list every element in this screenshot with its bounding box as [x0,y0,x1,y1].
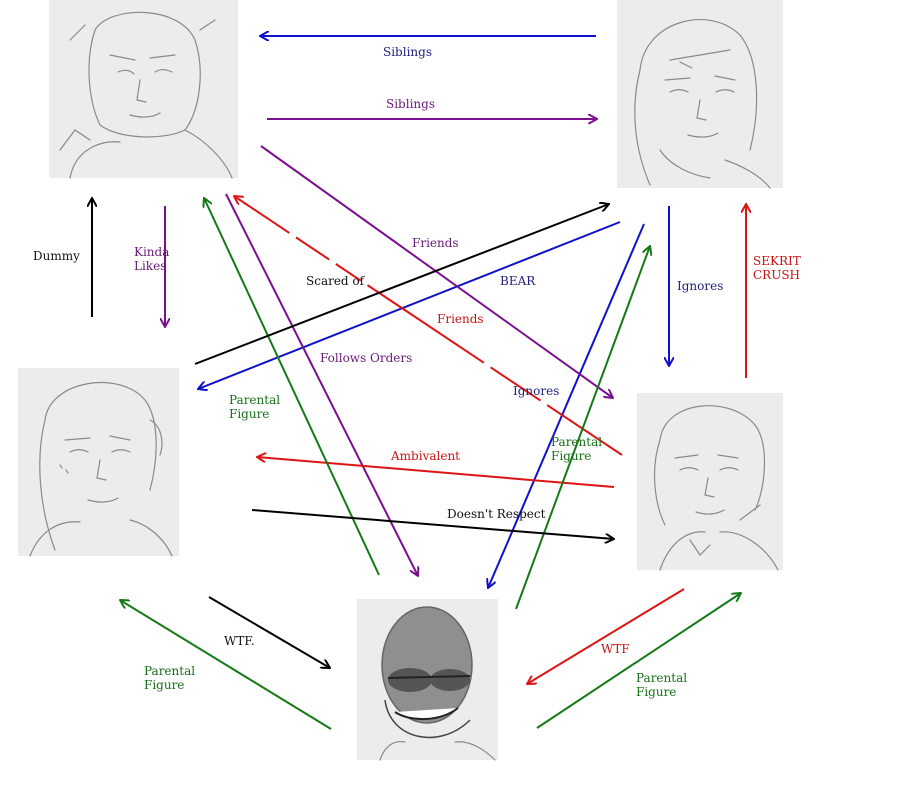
arrow-follows-orders-top-left-to-bottom [225,193,418,576]
arrow-black-left-to-top-right [194,204,609,365]
portrait-sketch-icon [59,11,233,179]
label-friends-purple: Friends [412,236,459,250]
label-parental-3: Parental [144,664,195,678]
arrow-wtf-left-to-bottom [208,596,330,668]
label-sekrit: SEKRIT [753,254,801,268]
portrait-sketch-icon [653,405,779,571]
portrait-sunglasses-icon [379,606,496,761]
portrait-bottom [357,599,498,761]
label-parental-2: Parental [551,435,602,449]
label-kinda: Kinda [134,245,169,259]
portrait-right [637,393,783,571]
label-ambivalent: Ambivalent [390,449,460,463]
arrow-scared-of-right-to-top-left [234,196,623,456]
arrow-wtf-right-to-bottom [527,588,685,684]
label-ignores-top: Ignores [677,279,723,293]
label-figure-2: Figure [551,449,591,463]
portrait-sketch-icon [634,19,771,189]
arrow-parental-figure-bottom-to-top-right [515,246,650,610]
arrows [92,36,746,730]
label-siblings-purple: Siblings [386,97,435,111]
portrait-sketch-icon [29,381,173,557]
label-siblings-blue: Siblings [383,45,432,59]
label-scared-of: Scared of [306,274,366,288]
arrow-parental-figure-bottom-to-right [536,593,741,729]
label-friends-red: Friends [437,312,484,326]
arrow-parental-figure-bottom-to-left [120,600,332,730]
label-wtf-red: WTF [601,642,630,656]
arrow-ambivalent-right-to-left [257,457,615,488]
label-likes: Likes [134,259,166,273]
label-dummy: Dummy [33,249,80,263]
label-figure-3: Figure [144,678,184,692]
label-crush: CRUSH [753,268,800,282]
label-doesnt-respect: Doesn't Respect [447,507,546,521]
label-parental-1: Parental [229,393,280,407]
arrow-bear-top-right-to-left [198,221,621,389]
portrait-top-left [49,0,238,179]
label-figure-4: Figure [636,685,676,699]
arrow-doesnt-respect-left-to-right [251,509,614,539]
label-bear: BEAR [500,274,536,288]
label-parental-4: Parental [636,671,687,685]
portrait-top-right [617,0,783,189]
label-wtf-black: WTF. [224,634,255,648]
arrow-parental-figure-bottom-to-top-left [204,198,380,576]
arrow-ignores-top-right-to-bottom [488,223,645,588]
label-follows-orders: Follows Orders [320,351,412,365]
label-ignores-mid: Ignores [513,384,559,398]
portrait-left [18,368,179,557]
labels: Siblings Siblings Dummy Kinda Likes Frie… [33,45,801,699]
label-figure-1: Figure [229,407,269,421]
arrow-friends-top-left-to-right [260,145,613,398]
